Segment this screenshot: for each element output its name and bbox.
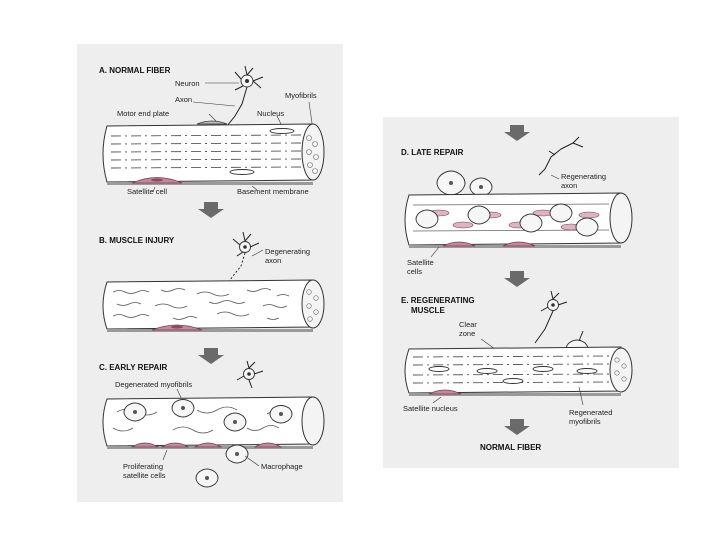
label-regenerated-2: myofibrils xyxy=(569,417,601,426)
leader-axon xyxy=(193,102,235,106)
title-normal-fiber-final: NORMAL FIBER xyxy=(480,443,541,452)
leader-satellite-cells-d xyxy=(431,247,439,257)
label-basement-membrane: Basement membrane xyxy=(237,187,309,196)
label-degenerated-myofibrils: Degenerated myofibrils xyxy=(115,380,192,389)
muscle-fiber-c xyxy=(103,397,324,449)
label-clear-1: Clear xyxy=(459,320,477,329)
leader-clear-zone xyxy=(481,339,495,349)
down-arrow-ab xyxy=(198,202,224,218)
label-macrophage: Macrophage xyxy=(261,462,303,471)
label-regenerated-1: Regenerated xyxy=(569,408,612,417)
right-figure-panel: D. LATE REPAIR Regenerating axon xyxy=(383,117,679,468)
label-regenerating-1: Regenerating xyxy=(561,172,606,181)
leader-proliferating xyxy=(163,450,167,460)
down-arrow-final xyxy=(504,419,530,435)
degenerating-neuron-b xyxy=(227,232,259,284)
label-axon: Axon xyxy=(175,95,192,104)
left-figure-panel: A. NORMAL FIBER Neuron Axon Motor end pl… xyxy=(77,44,343,502)
label-motor-end-plate: Motor end plate xyxy=(117,109,169,118)
label-satellite-nucleus: Satellite nucleus xyxy=(403,404,458,413)
left-figure-svg: A. NORMAL FIBER Neuron Axon Motor end pl… xyxy=(77,44,343,502)
label-satellite-cells-2: cells xyxy=(407,267,422,276)
label-regenerating-2: axon xyxy=(561,181,577,190)
muscle-fiber-a xyxy=(103,121,324,185)
label-satellite-cell: Satellite cell xyxy=(127,187,167,196)
label-clear-2: zone xyxy=(459,329,475,338)
leader-degenerating-axon xyxy=(252,250,263,256)
right-figure-svg: D. LATE REPAIR Regenerating axon xyxy=(383,117,679,468)
title-normal-fiber: A. NORMAL FIBER xyxy=(99,66,171,75)
detached-neuron-c xyxy=(237,361,263,388)
muscle-fiber-b xyxy=(103,280,324,332)
down-arrow-de xyxy=(504,271,530,287)
label-myofibrils: Myofibrils xyxy=(285,91,317,100)
leader-macrophage xyxy=(245,456,259,466)
label-proliferating-1: Proliferating xyxy=(123,462,163,471)
regenerating-neuron-d xyxy=(539,137,583,175)
label-proliferating-2: satellite cells xyxy=(123,471,166,480)
down-arrow-bc xyxy=(198,348,224,364)
label-degenerating-2: axon xyxy=(265,256,281,265)
title-regenerating-2: MUSCLE xyxy=(411,306,445,315)
macrophages-c xyxy=(196,445,248,487)
muscle-fiber-d xyxy=(405,193,632,248)
leader-satellite-nucleus xyxy=(433,397,441,403)
down-arrow-cd xyxy=(504,125,530,141)
label-satellite-cells-1: Satellite xyxy=(407,258,434,267)
title-late-repair: D. LATE REPAIR xyxy=(401,148,464,157)
title-regenerating-1: E. REGENERATING xyxy=(401,296,475,305)
label-nucleus: Nucleus xyxy=(257,109,284,118)
neuron-e xyxy=(535,291,567,343)
leader-regenerating-axon xyxy=(551,175,559,179)
label-degenerating-1: Degenerating xyxy=(265,247,310,256)
title-muscle-injury: B. MUSCLE INJURY xyxy=(99,236,175,245)
outside-macrophages-d xyxy=(437,171,492,196)
title-early-repair: C. EARLY REPAIR xyxy=(99,363,168,372)
muscle-fiber-e xyxy=(405,347,632,396)
label-neuron: Neuron xyxy=(175,79,200,88)
